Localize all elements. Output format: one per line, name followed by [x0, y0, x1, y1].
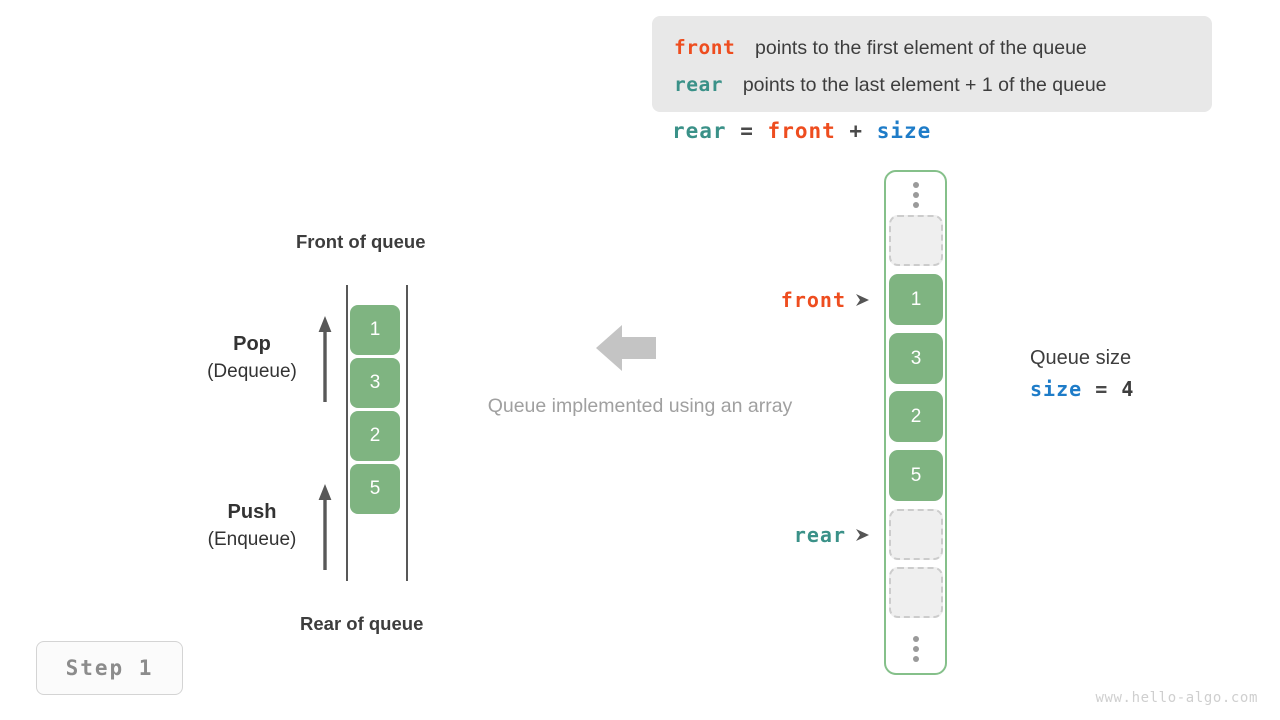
transform-left-arrow-icon: [596, 325, 656, 371]
queue-cell: 3: [350, 358, 400, 408]
rear-pointer-name: rear: [793, 523, 846, 547]
array-cell-empty: [889, 215, 943, 266]
note-line-rear: rear points to the last element + 1 of t…: [674, 66, 1190, 103]
array-cell-filled: 5: [889, 450, 943, 501]
note-keyword-rear: rear: [674, 73, 723, 96]
push-title: Push: [227, 501, 277, 523]
vertical-ellipsis-icon: [908, 636, 923, 662]
note-text-rear: points to the last element + 1 of the qu…: [742, 74, 1107, 96]
queue-size-var: size: [1030, 377, 1083, 401]
step-badge: Step 1: [36, 641, 183, 695]
pop-operation-label: Pop (Dequeue): [177, 330, 327, 386]
array-cell-empty: [889, 567, 943, 618]
queue-size-equals: =: [1095, 377, 1109, 401]
dot: [912, 202, 919, 208]
push-operation-label: Push (Enqueue): [177, 498, 327, 554]
queue-size-value: 4: [1121, 377, 1135, 401]
push-direction-arrow-icon: [318, 484, 332, 570]
note-keyword-front: front: [674, 36, 736, 59]
queue-cell: 1: [350, 305, 400, 355]
front-pointer-name: front: [780, 288, 846, 312]
pop-subtitle: (Dequeue): [207, 361, 297, 382]
array-cell-empty: [889, 509, 943, 560]
note-text-front: points to the first element of the queue: [755, 37, 1087, 59]
pointer-arrow-icon: [855, 528, 871, 542]
queue-rail-left: [346, 285, 348, 581]
pop-direction-arrow-icon: [318, 316, 332, 402]
explanation-note-box: front points to the first element of the…: [652, 16, 1212, 112]
dot: [912, 646, 919, 652]
formula-term-rear: rear: [672, 119, 727, 143]
formula-plus: +: [849, 119, 864, 143]
pointer-arrow-icon: [855, 293, 871, 307]
dot: [912, 182, 919, 188]
array-cell-filled: 2: [889, 391, 943, 442]
formula-term-front: front: [767, 119, 836, 143]
queue-rail-right: [406, 285, 408, 581]
rear-pointer-label: rear: [676, 522, 871, 548]
front-of-queue-label: Front of queue: [296, 231, 426, 252]
formula-equals: =: [740, 119, 754, 143]
queue-size-expression: size = 4: [1030, 373, 1134, 405]
formula-term-size: size: [876, 119, 932, 143]
queue-size-block: Queue size size = 4: [1030, 344, 1134, 405]
diagram-caption: Queue implemented using an array: [487, 395, 793, 417]
dot: [912, 656, 919, 662]
dot: [912, 636, 919, 642]
array-cell-filled: 3: [889, 333, 943, 384]
front-pointer-label: front: [676, 287, 871, 313]
watermark: www.hello-algo.com: [1095, 690, 1258, 706]
queue-cell: 5: [350, 464, 400, 514]
note-line-front: front points to the first element of the…: [674, 29, 1190, 66]
push-subtitle: (Enqueue): [207, 529, 297, 550]
dot: [912, 192, 919, 198]
vertical-ellipsis-icon: [908, 182, 923, 208]
array-cell-filled: 1: [889, 274, 943, 325]
rear-of-queue-label: Rear of queue: [300, 613, 424, 634]
queue-cell: 2: [350, 411, 400, 461]
formula-rear-equals-front-plus-size: rear = front + size: [672, 119, 931, 143]
pop-title: Pop: [233, 333, 271, 355]
queue-size-title: Queue size: [1030, 347, 1132, 369]
